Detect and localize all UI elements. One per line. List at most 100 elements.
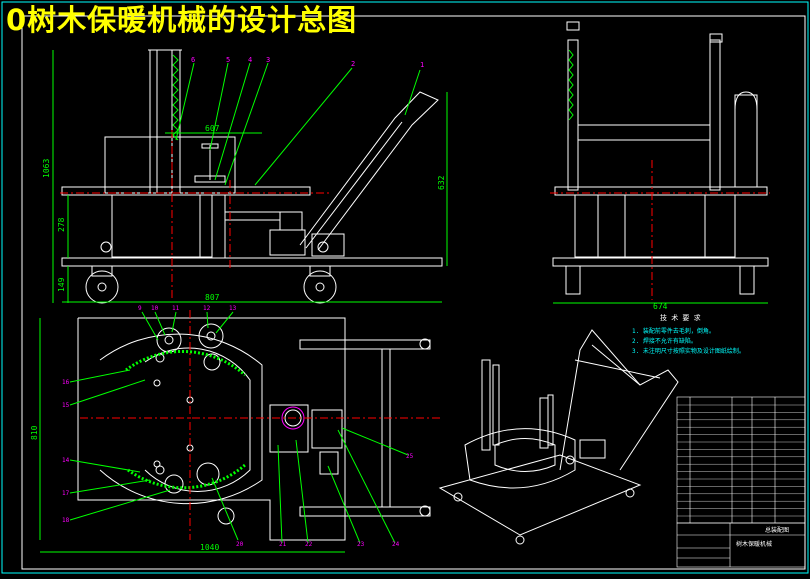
part-no-22: 22	[305, 541, 313, 548]
side-view	[552, 21, 769, 295]
pump-top	[279, 211, 303, 231]
dim-side-width: 674	[653, 302, 668, 311]
part-no-24: 24	[392, 541, 400, 548]
front-view	[61, 49, 443, 304]
dim-base-height: 278	[57, 217, 66, 232]
part-no-21: 21	[279, 541, 287, 548]
side-platform	[554, 186, 768, 196]
handle-bar-top	[299, 339, 431, 350]
post-serration	[172, 54, 179, 141]
tech-item-2: 2. 焊接不允许有缺陷。	[632, 337, 697, 345]
part-no-11: 11	[172, 305, 180, 312]
top-dimensions	[39, 311, 409, 553]
title-block-frame	[676, 522, 806, 568]
wheel-left-hub	[97, 282, 107, 292]
leader-25	[341, 427, 409, 456]
part-no-23: 23	[357, 541, 365, 548]
isometric-view	[438, 329, 679, 545]
platform	[61, 186, 311, 196]
front-part-numbers: 6 5 4 3 2 1	[191, 56, 424, 69]
title-block-sheet-name: 总装配图	[765, 526, 789, 534]
side-post-serration	[568, 49, 574, 121]
upper-body	[104, 136, 236, 194]
side-wheel-right	[739, 265, 755, 295]
leader-9	[141, 311, 159, 341]
leader-5	[209, 62, 229, 151]
iso-ring	[464, 428, 576, 489]
leader-15	[69, 379, 146, 406]
iso-post-d	[547, 394, 554, 446]
part-no-14: 14	[62, 457, 70, 464]
part-no-18: 18	[62, 517, 70, 524]
side-wheel-left	[565, 265, 581, 295]
part-no-16: 16	[62, 379, 70, 386]
handle-inner	[305, 121, 403, 249]
parts-list-rows	[677, 404, 805, 517]
dim-wheel: 149	[57, 277, 66, 292]
part-no-20: 20	[236, 541, 244, 548]
leader-17	[69, 479, 151, 494]
side-base	[552, 257, 769, 267]
handle-grip-bottom	[419, 505, 431, 517]
leader-16	[69, 369, 131, 383]
dim-handle-height: 632	[437, 175, 446, 190]
top-plate	[77, 317, 346, 541]
dim-top-width: 1040	[200, 543, 219, 552]
top-part-numbers: 9 10 11 12 13 14 15 16 17 18 20 21 22 23…	[62, 305, 414, 548]
leader-3	[224, 62, 269, 186]
part-no-13: 13	[229, 305, 237, 312]
wheel-left	[85, 270, 119, 304]
front-dim-texts: 1063 278 607 807 632 149	[42, 124, 446, 302]
arm	[224, 211, 281, 221]
part-no-10: 10	[151, 305, 159, 312]
part-no-17: 17	[62, 490, 70, 497]
lower-frame	[111, 194, 213, 258]
tech-item-1: 1. 装配前零件去毛刺，倒角。	[632, 327, 715, 335]
leader-4	[214, 62, 251, 181]
tech-heading: 技 术 要 求	[660, 313, 701, 322]
leader-22	[295, 439, 309, 544]
side-lower-frame	[574, 194, 736, 258]
iso-ring-inner	[494, 438, 556, 472]
part-no-3: 3	[266, 56, 270, 64]
parts-list	[676, 396, 806, 524]
gear-1	[156, 327, 182, 353]
part-no-15: 15	[62, 402, 70, 409]
part-no-12: 12	[203, 305, 211, 312]
gear-1-hub	[164, 335, 174, 345]
tech-item-3: 3. 未注明尺寸按照实物及设计图纸绘制。	[632, 347, 745, 355]
iso-wheel-3	[625, 488, 635, 498]
wheel-right-bracket	[309, 265, 331, 277]
iso-base	[438, 454, 642, 536]
gear-3	[203, 353, 221, 371]
leader-24	[337, 429, 396, 544]
part-no-25: 25	[406, 453, 414, 460]
turntable	[194, 175, 226, 183]
leader-6	[175, 62, 195, 141]
front-dimensions	[52, 50, 448, 303]
part-no-9: 9	[138, 305, 142, 312]
motor-box	[311, 409, 343, 449]
handle-bar-bottom	[299, 506, 431, 517]
iso-motor	[579, 439, 606, 459]
leader-21	[277, 444, 283, 544]
coupling	[319, 451, 339, 475]
title-block	[676, 522, 806, 568]
side-post-cap-right	[709, 33, 723, 43]
leader-20	[211, 477, 239, 541]
base-chassis	[61, 257, 443, 267]
gear-2	[198, 323, 224, 349]
caster-small-2	[317, 241, 329, 253]
drawing-title: 0树木保暖机械的设计总图	[6, 3, 358, 37]
side-post-cap-left	[566, 21, 580, 31]
leader-10	[154, 311, 166, 336]
leader-23	[327, 465, 361, 544]
handle-outer	[299, 91, 439, 251]
top-dim-texts: 1040 810	[30, 425, 219, 552]
caster-small	[100, 241, 112, 253]
tech-requirements: 技 术 要 求 1. 装配前零件去毛刺，倒角。 2. 焊接不允许有缺陷。 3. …	[632, 313, 745, 355]
bolt-1	[153, 379, 161, 387]
